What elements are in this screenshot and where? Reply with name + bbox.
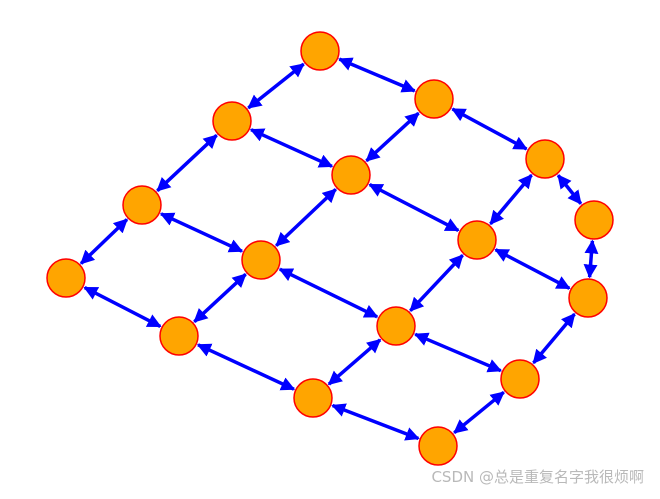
edge-m-n xyxy=(338,57,416,93)
node-m xyxy=(300,31,340,71)
node-b xyxy=(159,316,199,356)
node-o xyxy=(525,139,565,179)
edge-i-m xyxy=(247,62,305,110)
edge-k-o xyxy=(489,173,533,226)
node-i xyxy=(212,101,252,141)
edge-g-h xyxy=(414,332,502,373)
node-k xyxy=(457,220,497,260)
node-d xyxy=(418,426,458,466)
edge-n-o xyxy=(451,107,528,151)
edge-e-i xyxy=(156,134,218,192)
edge-f-j xyxy=(275,188,337,247)
node-f xyxy=(241,240,281,280)
edge-p-o xyxy=(556,174,583,205)
node-p xyxy=(574,200,614,240)
edge-h-l xyxy=(532,312,576,365)
edge-j-n xyxy=(365,111,420,163)
edge-e-f xyxy=(159,212,244,253)
node-h xyxy=(500,359,540,399)
edge-f-g xyxy=(278,267,379,319)
node-l xyxy=(568,278,608,318)
edge-b-c xyxy=(196,343,296,391)
edge-a-e xyxy=(79,218,129,265)
edge-i-j xyxy=(249,128,334,168)
node-c xyxy=(293,378,333,418)
node-e xyxy=(122,185,162,225)
node-g xyxy=(376,306,416,346)
node-j xyxy=(331,155,371,195)
nodes-layer xyxy=(46,31,614,466)
edge-d-h xyxy=(453,390,505,435)
edge-k-l xyxy=(494,248,571,290)
edge-g-k xyxy=(409,254,464,312)
edge-c-d xyxy=(331,403,420,441)
edges-layer xyxy=(79,57,599,441)
edge-l-p xyxy=(583,239,599,279)
node-n xyxy=(414,79,454,119)
edge-j-k xyxy=(368,183,460,232)
edge-a-b xyxy=(83,286,162,328)
edge-b-f xyxy=(193,273,247,323)
edge-c-g xyxy=(327,338,382,386)
node-a xyxy=(46,258,86,298)
watermark: CSDN @总是重复名字我很烦啊 xyxy=(431,468,644,486)
